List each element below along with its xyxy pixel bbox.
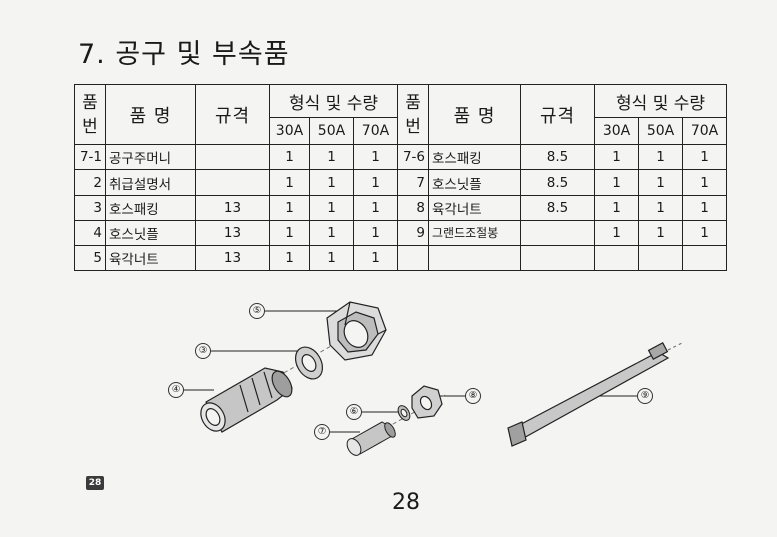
header-name-right: 품 명: [428, 83, 522, 146]
part-name: 호스닛플: [428, 169, 522, 196]
qty-50a: 1: [309, 219, 354, 246]
part-no: 5: [74, 244, 106, 272]
page-number: 28: [392, 490, 420, 515]
qty-70a: 1: [682, 144, 728, 171]
callout-4: ④: [168, 382, 184, 398]
gland-adjusting-rod: [507, 341, 685, 447]
callout-8: ⑧: [465, 388, 481, 404]
qty-70a: 1: [352, 219, 399, 246]
header-qty-right: 형식 및 수량: [594, 83, 728, 119]
table-row: 3 호스패킹 13 1 1 1 8 육각너트 8.5 1 1 1: [74, 194, 728, 221]
table-row: 4 호스닛플 13 1 1 1 9 그랜드조절봉 1 1 1: [74, 219, 728, 246]
part-spec: 8.5: [520, 144, 596, 171]
part-name: 육각너트: [428, 194, 522, 221]
callout-5: ⑤: [249, 303, 265, 319]
part-name: 공구주머니: [105, 144, 196, 171]
hose-nipple-13: [200, 367, 293, 433]
header-qty-left: 형식 및 수량: [268, 83, 399, 119]
page-badge: 28: [86, 476, 104, 490]
qty-50a: 1: [309, 244, 354, 272]
header-model-30a-right: 30A: [594, 117, 640, 146]
part-name: 호스패킹: [428, 144, 522, 171]
header-model-50a-left: 50A: [309, 117, 354, 146]
part-spec: [520, 244, 596, 272]
header-spec-right: 규격: [520, 83, 596, 146]
center-line: [204, 317, 381, 419]
qty-50a: 1: [638, 144, 684, 171]
callout-6: ⑥: [346, 404, 362, 420]
qty-50a: 1: [638, 219, 684, 246]
qty-30a: 1: [594, 219, 640, 246]
hose-packing-8-5: [397, 405, 411, 421]
part-no: 7-1: [74, 144, 106, 171]
part-spec: 13: [195, 219, 270, 246]
qty-70a: 1: [352, 244, 399, 272]
section-title: 7. 공구 및 부속품: [78, 39, 290, 70]
part-name: 호스패킹: [105, 194, 196, 221]
part-name: [428, 244, 522, 272]
table-row: 5 육각너트 13 1 1 1: [74, 244, 728, 272]
qty-30a: 1: [269, 194, 310, 221]
qty-30a: 1: [594, 144, 640, 171]
qty-70a: [682, 244, 728, 272]
callout-7: ⑦: [314, 424, 330, 440]
part-name: 육각너트: [105, 244, 196, 272]
header-model-70a-right: 70A: [682, 117, 728, 146]
part-name: 호스닛플: [105, 219, 196, 246]
header-spec-left: 규격: [195, 83, 270, 146]
qty-50a: 1: [638, 169, 684, 196]
header-model-50a-right: 50A: [638, 117, 684, 146]
qty-70a: 1: [682, 169, 728, 196]
part-no: [397, 244, 430, 272]
hose-nipple-8-5: [346, 421, 396, 456]
part-name: 취급설명서: [105, 169, 196, 196]
qty-30a: 1: [269, 244, 310, 272]
qty-30a: [594, 244, 640, 272]
header-model-30a-left: 30A: [269, 117, 310, 146]
header-model-70a-left: 70A: [352, 117, 399, 146]
callout-9: ⑨: [637, 388, 653, 404]
hose-packing-13: [294, 346, 324, 380]
part-no: 7-6: [397, 144, 430, 171]
part-spec: 8.5: [520, 194, 596, 221]
part-spec: 13: [195, 244, 270, 272]
hex-nut-8-5: [411, 385, 443, 419]
part-spec: [195, 169, 270, 196]
part-no: 4: [74, 219, 106, 246]
part-spec: 8.5: [520, 169, 596, 196]
callout-3: ③: [195, 343, 211, 359]
hex-nut-13: [326, 301, 387, 361]
qty-70a: 1: [352, 144, 399, 171]
part-name: 그랜드조절봉: [428, 219, 522, 246]
